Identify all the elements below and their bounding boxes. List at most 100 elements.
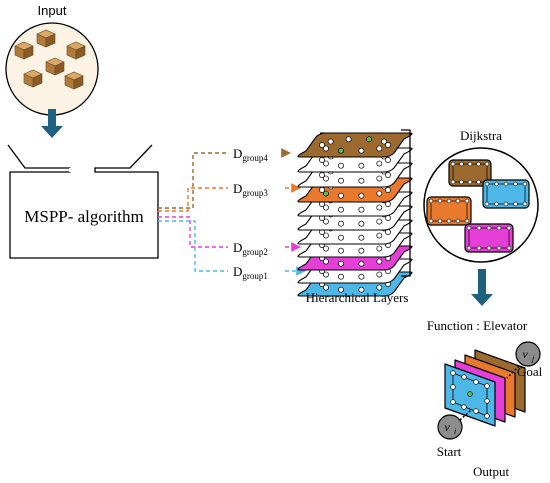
layers-label: Hierarchical Layers [306,290,409,305]
layer-node [376,204,383,211]
layer-node [338,260,344,267]
package-box-icon [66,41,86,60]
group-arrow-group4: Dgroup4 [158,146,291,209]
layer-node [323,258,329,265]
output-node [484,413,490,419]
package-boxes [14,29,86,90]
layer-node [376,245,383,252]
dijkstra-node [496,225,502,231]
group-label-group4: Dgroup4 [233,146,268,163]
layer-node [358,177,365,184]
goal-connector [506,365,520,379]
layer-node [358,273,365,280]
layer-node [323,204,329,211]
package-box-icon [36,29,56,48]
layers-bracket [401,129,411,277]
group-label-group3: Dgroup3 [233,181,268,198]
dijkstra-node [476,161,481,167]
goal-node-subscript: j [531,354,535,363]
start-node [437,414,463,440]
output-node [484,383,490,389]
dijkstra-node [503,201,509,207]
dijkstra-node [459,161,464,167]
layer-node [338,147,344,154]
layer-node [376,160,383,167]
dijkstra-node [428,218,434,224]
dijkstra-node [484,161,490,167]
dijkstra-node [494,181,499,187]
output-node [473,408,479,414]
dijkstra-node [476,225,482,231]
layer-node [338,247,344,254]
function-label: Function : Elevator [427,318,528,333]
group-arrow-group3: Dgroup3 [158,181,301,212]
layer-node [319,172,325,178]
output-node [461,374,467,380]
layer-node [338,206,344,213]
dijkstra-node [522,201,528,207]
output-node [450,399,456,405]
layer-node [323,175,329,182]
output-label: Output [473,464,510,479]
dijkstra-node [467,179,473,185]
dijkstra-node [455,198,461,204]
dijkstra-node [476,179,481,185]
dijkstra-node [466,225,472,231]
dijkstra-graph-1 [482,179,530,209]
layer-node [385,187,391,193]
output-layers [444,349,526,427]
package-box-icon [45,57,65,76]
dijkstra-node [476,245,482,251]
dijkstra-node [464,218,470,224]
output-layer-3 [444,363,496,427]
layer-node [338,162,344,169]
layer-node [376,232,383,239]
dijkstra-node [484,181,490,187]
start-node-symbol: v [444,420,450,434]
goal-node-symbol: v [522,347,528,361]
layer-node [376,258,383,265]
output-node [450,370,456,376]
output-node [450,384,456,390]
group-label-group2: Dgroup2 [233,240,268,257]
layer-node [319,142,325,148]
dijkstra-node [459,179,464,185]
dijkstra-node [484,201,490,207]
layer-node [338,286,344,293]
down-arrow-input [41,109,63,138]
layer-stack [297,132,413,297]
layer-node [385,172,391,178]
layer-node [323,160,329,167]
layer-node [381,138,387,145]
layer-node [323,271,329,278]
dijkstra-node [467,161,473,167]
layer-node [319,157,325,163]
dijkstra-node [494,201,499,207]
package-box-icon [23,69,43,88]
layer-node [323,284,329,291]
layer-node [358,220,365,227]
algorithm-label: MSPP- algorithm [24,207,144,226]
layer-node [366,136,372,143]
start-node-subscript: i [454,427,456,436]
start-connector [459,409,472,421]
layer-node [358,147,365,154]
layer-node [327,138,334,145]
dijkstra-node [506,225,512,231]
dijkstra-graph-2 [426,196,472,226]
dijkstra-node [437,218,443,224]
dijkstra-node [466,245,472,251]
layer-node [345,136,352,143]
dijkstra-node [450,161,456,167]
dijkstra-node [428,198,434,204]
layer-node [358,247,365,254]
layer-node [338,234,344,241]
layer-node [323,218,329,225]
layer-node [385,157,391,163]
down-arrow-dijkstra [471,269,493,306]
package-box-icon [14,41,34,60]
layer-node [376,271,383,278]
